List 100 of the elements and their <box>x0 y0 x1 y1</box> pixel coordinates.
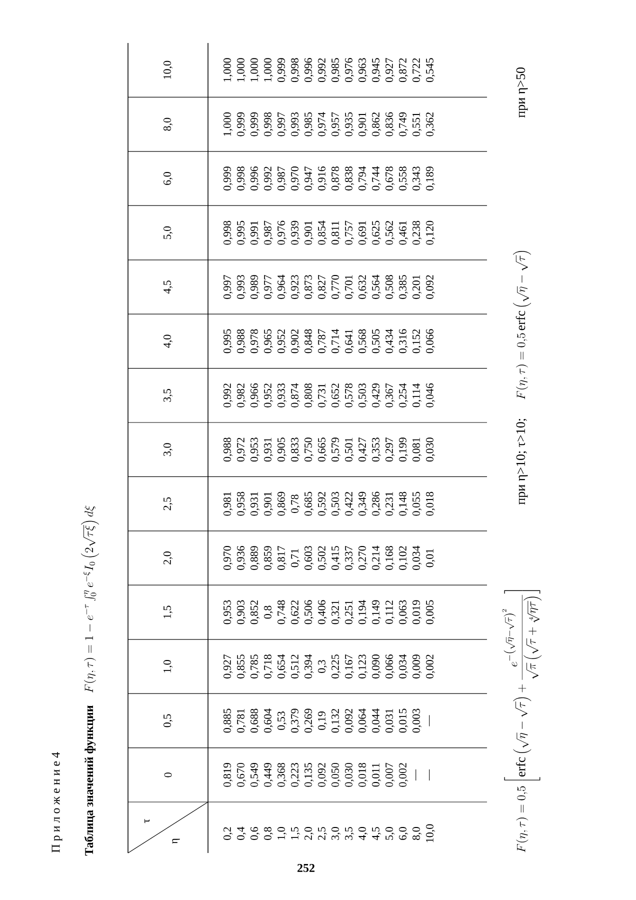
table-cell: 0,794 <box>358 166 368 190</box>
table-cell: 0,945 <box>372 58 381 82</box>
condition-text: при η>10; τ>10; <box>516 418 528 505</box>
table-cell: 0,985 <box>332 58 340 82</box>
table-cell: 0,952 <box>278 329 286 354</box>
table-cell: 0,78 <box>291 494 300 513</box>
table-cell: 0,092 <box>345 708 354 733</box>
table-cell: 0,996 <box>304 58 314 82</box>
table-cell: 0,691 <box>358 221 368 245</box>
page-number: 252 <box>298 864 314 872</box>
table-cell: 0,199 <box>399 438 408 462</box>
table-cell: 0,678 <box>386 166 394 190</box>
table-cell: 0,998 <box>291 58 300 82</box>
table-cell: 0,034 <box>412 546 422 570</box>
row-header: 5,0 <box>386 827 394 840</box>
table-cell: 0,993 <box>237 275 246 299</box>
table-cell: 0,874 <box>291 383 300 408</box>
table-cell: 0,362 <box>426 112 435 136</box>
formula: $F(\eta,\tau)=0{,}5\left[\mathrm{erfc}\left(\sqrt{\eta}-\sqrt{\tau}\right)+\frac{e^{-\left(\sqrt{\eta}-\sqrt{\tau}\right)^{2}}}{\sqrt{\pi}\left(\sqrt{\tau}+\sqrt[4]{\eta\tau}\right)}\right]$ <box>502 590 542 852</box>
table-cell: 0,931 <box>250 492 260 516</box>
table-cell: 0,977 <box>264 274 273 299</box>
table-cell: 0,903 <box>237 600 246 624</box>
table-cell: 0,01 <box>426 549 435 568</box>
table-cell: 0,427 <box>358 438 368 462</box>
table-cell: 0,852 <box>250 600 260 624</box>
table-cell: 0,231 <box>386 492 394 516</box>
row-header: η <box>172 838 180 844</box>
table-cell: 0,003 <box>412 708 422 733</box>
table-cell: 0,019 <box>412 600 422 624</box>
table-cell: 0,343 <box>412 166 422 190</box>
table-cell: 0,044 <box>372 708 381 733</box>
table-cell: 0,434 <box>386 329 394 354</box>
table-cell: — <box>429 769 430 780</box>
table-cell: 0,957 <box>332 112 340 136</box>
table-cell: 0,018 <box>358 762 368 787</box>
table-cell: 0,872 <box>399 58 408 82</box>
table-cell: 0,579 <box>332 438 340 462</box>
table-cell: 0,985 <box>304 112 314 136</box>
table-cell: 0,415 <box>332 546 340 570</box>
table-cell: 0,349 <box>358 492 368 516</box>
column-header: 2,0 <box>164 552 172 564</box>
table-cell: 0,998 <box>224 220 232 245</box>
table-cell: 0,859 <box>264 546 273 570</box>
table-cell: 0,995 <box>237 220 246 245</box>
column-header: 0 <box>164 772 172 778</box>
table-cell: 0,652 <box>332 384 340 408</box>
table-cell: 0,011 <box>372 763 381 787</box>
table-cell: 0,889 <box>250 546 260 570</box>
table-cell: 0,406 <box>318 600 327 624</box>
table-cell: 0,568 <box>358 329 368 354</box>
column-header: 5,0 <box>164 226 172 240</box>
row-header: 0,2 <box>224 827 232 840</box>
table-cell: 0,992 <box>224 384 232 408</box>
table-cell: 0,976 <box>345 58 354 82</box>
table-cell: 0,987 <box>278 166 286 190</box>
row-header: 4,0 <box>358 827 368 840</box>
table-cell: 0,353 <box>372 438 381 462</box>
table-cell: 0,549 <box>250 762 260 787</box>
table-cell: 0,993 <box>291 112 300 136</box>
table-cell: 0,972 <box>237 438 246 462</box>
table-cell: 0,731 <box>318 384 327 408</box>
column-header: 1,0 <box>164 660 172 672</box>
table-cell: 0,604 <box>264 708 273 733</box>
table-title: Таблица значений функции $F(\eta,\tau)=1-e^{-\tau}\int_0^{\eta}e^{-\xi}I_0\left(2\sqrt{\tau\xi}\right)d\xi$ <box>81 506 99 856</box>
table-cell: 0,251 <box>345 600 354 624</box>
table-cell: 0,368 <box>278 762 286 787</box>
table-cell: 0,168 <box>386 546 394 570</box>
table-cell: 0,992 <box>264 166 273 190</box>
table-cell: 0,916 <box>318 166 327 190</box>
row-header: 0,8 <box>264 827 273 840</box>
table-cell: 1,000 <box>250 58 260 82</box>
table-cell: 0,970 <box>291 166 300 190</box>
table-cell: 0,998 <box>237 166 246 190</box>
table-cell: 0,018 <box>426 492 435 516</box>
table-cell: 0,997 <box>278 112 286 136</box>
table-cell: 0,964 <box>278 274 286 299</box>
row-header: 2,5 <box>318 827 327 840</box>
table-cell: 0,321 <box>332 600 340 624</box>
table-cell: 0,718 <box>264 654 273 678</box>
table-cell: 0,092 <box>426 275 435 299</box>
table-cell: 0,838 <box>345 166 354 190</box>
table-cell: 0,817 <box>278 546 286 570</box>
table-cell: 0,836 <box>386 112 394 136</box>
table-cell: 0,050 <box>332 762 340 787</box>
column-header: τ <box>144 819 150 823</box>
table-cell: 0,503 <box>332 492 340 516</box>
table-cell: 0,722 <box>412 58 422 82</box>
table-cell: 0,923 <box>291 275 300 299</box>
table-cell: 0,063 <box>399 600 408 624</box>
table-cell: 0,654 <box>278 654 286 678</box>
table-cell: 0,748 <box>278 600 286 624</box>
row-header: 0,4 <box>237 826 246 840</box>
column-header: 4,5 <box>164 280 172 294</box>
table-cell: 0,787 <box>318 329 327 354</box>
table-cell: 0,958 <box>237 492 246 516</box>
table-cell: 0,120 <box>426 220 435 245</box>
table-cell: 0,622 <box>291 600 300 624</box>
table-cell: 0,901 <box>358 112 368 136</box>
table-cell: 0,991 <box>250 221 260 245</box>
table-cell: 0,833 <box>291 438 300 462</box>
